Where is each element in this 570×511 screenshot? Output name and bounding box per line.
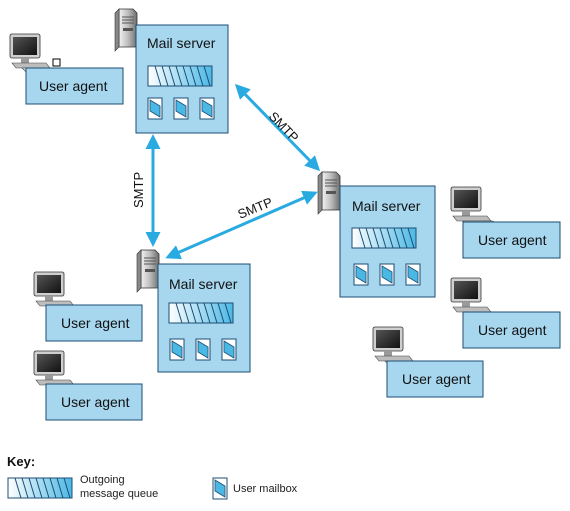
smtp-link-top-right: SMTP: [234, 83, 321, 172]
mail-server-label: Mail server: [169, 276, 238, 292]
user-mailbox-icon: [173, 97, 189, 120]
key-queue-label-line1: Outgoing: [80, 474, 125, 486]
computer-icon: [9, 33, 57, 73]
user-agent-left-1: User agent: [33, 271, 143, 342]
computer-icon: [372, 326, 420, 366]
computer-icon: [450, 277, 498, 317]
smtp-link-left-right: SMTP: [165, 190, 318, 260]
computer-icon: [450, 186, 498, 226]
key-mailbox-icon: [212, 477, 228, 500]
user-mailbox-icon: [221, 338, 237, 361]
server-tower-icon: [114, 8, 138, 52]
outgoing-queue-icon: [147, 65, 213, 87]
smtp-label-vertical: SMTP: [131, 172, 146, 208]
mail-server-left: Mail server: [136, 249, 251, 373]
user-mailbox-icon: [195, 338, 211, 361]
user-agent-right-3: User agent: [372, 326, 484, 398]
user-mailbox-icon: [379, 263, 395, 286]
smtp-link-top-left: SMTP: [131, 134, 161, 247]
user-mailbox-icon: [353, 263, 369, 286]
key-legend: Key: Outgoing message queue User mailbox: [7, 454, 298, 500]
user-agent-label: User agent: [61, 315, 130, 331]
user-agent-label: User agent: [478, 322, 547, 338]
user-mailbox-icon: [169, 338, 185, 361]
computer-icon: [33, 350, 81, 390]
mail-server-top: Mail server: [114, 8, 229, 134]
user-agent-left-2: User agent: [33, 350, 143, 421]
server-tower-icon: [317, 171, 341, 215]
selection-handle[interactable]: [52, 58, 61, 67]
mail-server-label: Mail server: [352, 198, 421, 214]
key-mailbox-label: User mailbox: [233, 483, 298, 495]
user-agent-top-left: User agent: [9, 33, 124, 105]
user-agent-label: User agent: [61, 394, 130, 410]
user-agent-right-1: User agent: [450, 186, 561, 259]
user-mailbox-icon: [405, 263, 421, 286]
user-agent-right-2: User agent: [450, 277, 561, 349]
mail-server-right: Mail server: [317, 171, 436, 298]
smtp-label-top-right: SMTP: [266, 109, 302, 145]
key-queue-icon: [7, 477, 73, 499]
user-mailbox-icon: [199, 97, 215, 120]
mail-server-label: Mail server: [147, 35, 216, 51]
outgoing-queue-icon: [351, 227, 417, 249]
key-queue-label-line2: message queue: [80, 488, 158, 500]
user-agent-label: User agent: [478, 232, 547, 248]
outgoing-queue-icon: [168, 302, 234, 324]
key-title: Key:: [7, 454, 35, 469]
user-agent-label: User agent: [39, 78, 108, 94]
user-mailbox-icon: [147, 97, 163, 120]
user-agent-label: User agent: [402, 371, 471, 387]
computer-icon: [33, 271, 81, 311]
server-tower-icon: [136, 249, 160, 293]
